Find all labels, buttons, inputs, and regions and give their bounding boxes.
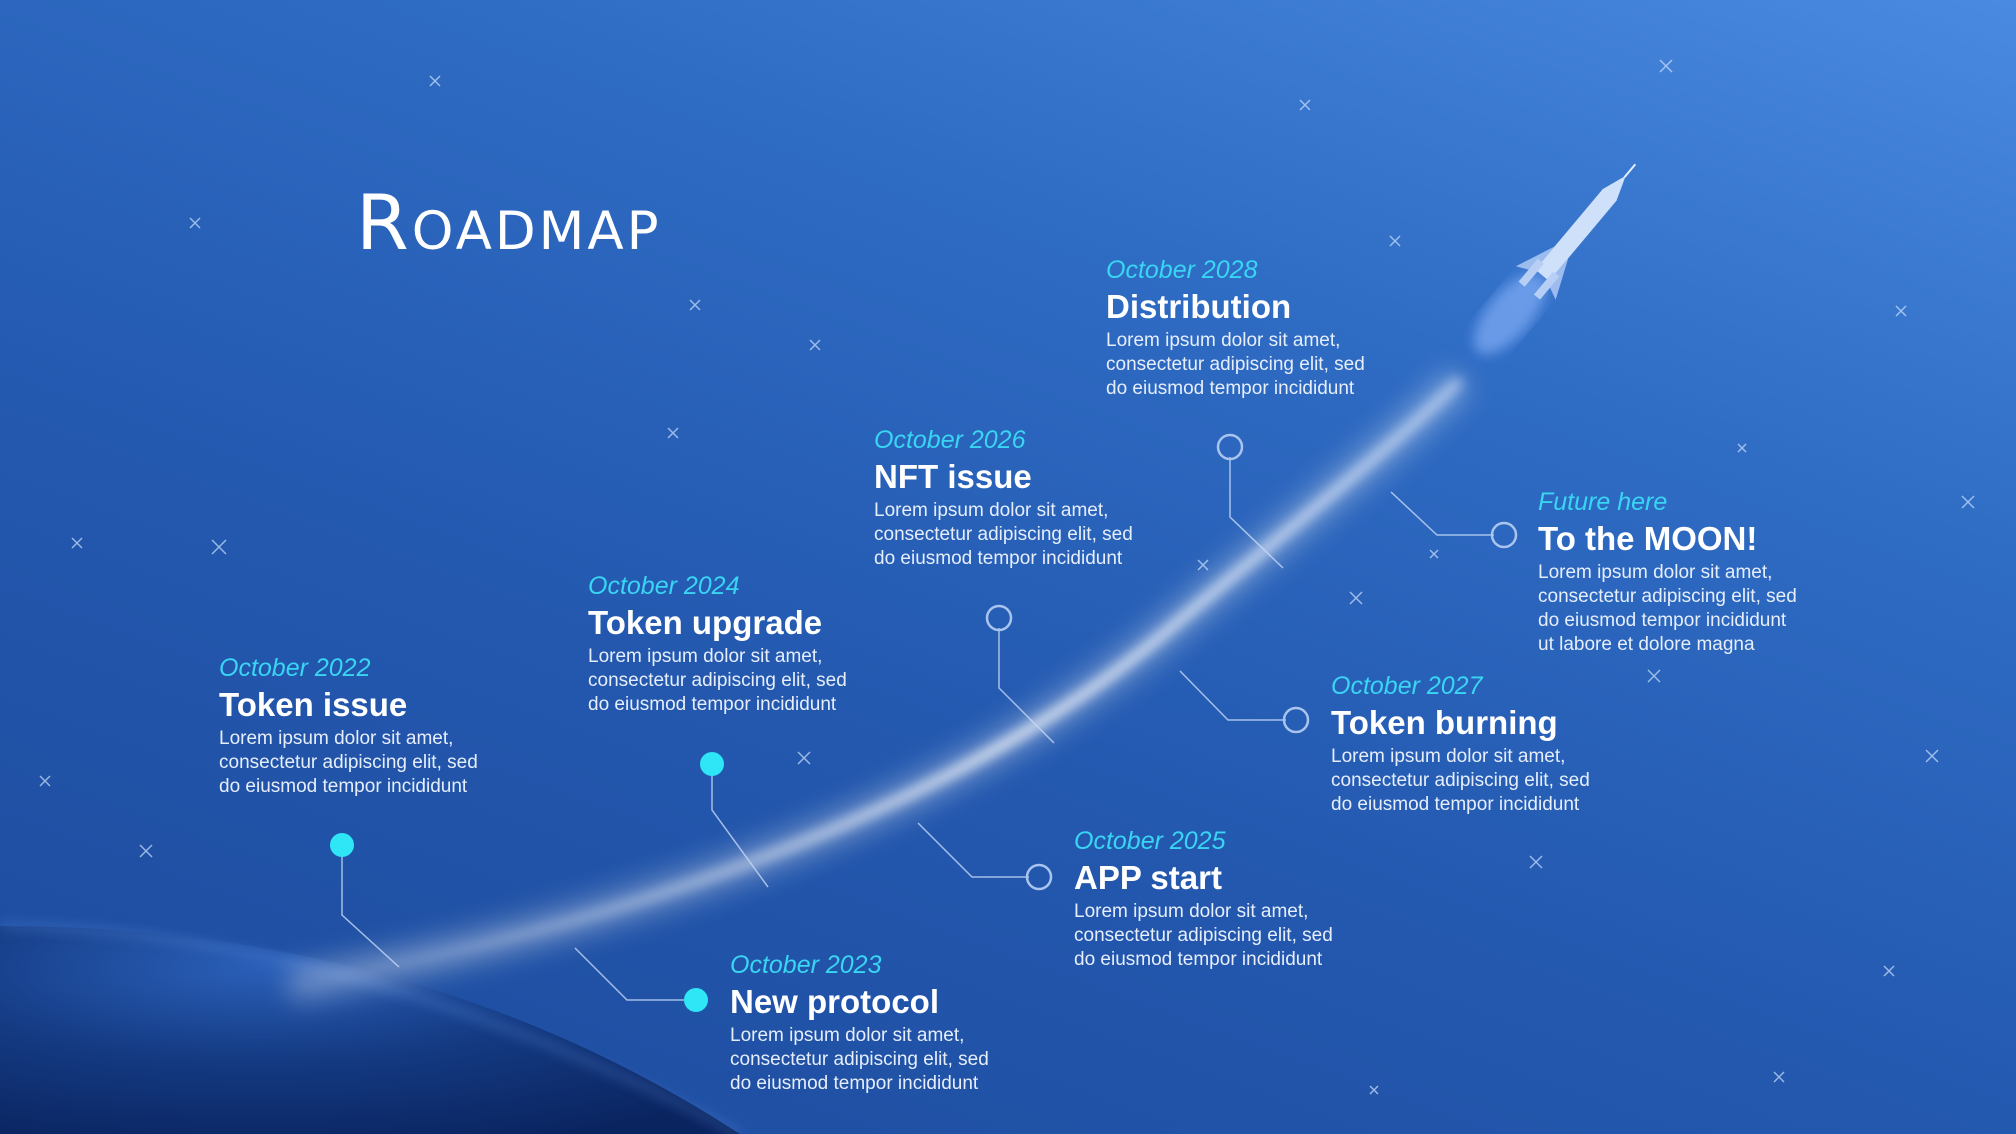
page-title: Roadmap <box>356 178 662 267</box>
milestone-dot-filled <box>684 988 708 1012</box>
milestone: October 2023 New protocol Lorem ipsum do… <box>730 950 1090 1096</box>
milestone-date: October 2027 <box>1331 672 1483 700</box>
milestone-dot-filled <box>700 752 724 776</box>
description-line: consectetur adipiscing elit, sed <box>588 670 847 691</box>
milestone-title: APP start <box>1074 859 1222 896</box>
description-line: do eiusmod tempor incididunt <box>588 694 837 715</box>
rocket-trail <box>287 369 1471 1000</box>
description-line: Lorem ipsum dolor sit amet, <box>588 646 823 667</box>
rocket-icon <box>1473 163 1637 355</box>
milestone-title: Token upgrade <box>588 604 823 641</box>
milestone-ring <box>1216 433 1244 461</box>
milestone-date: October 2028 <box>1106 256 1258 284</box>
milestone: October 2026 NFT issue Lorem ipsum dolor… <box>874 425 1234 571</box>
description-line: Lorem ipsum dolor sit amet, <box>1538 562 1773 583</box>
milestone-description: Lorem ipsum dolor sit amet, consectetur a… <box>1538 561 1898 657</box>
description-line: consectetur adipiscing elit, sed <box>1106 354 1365 375</box>
milestone-date: October 2022 <box>219 654 371 682</box>
milestone: October 2028 Distribution Lorem ipsum do… <box>1106 255 1466 401</box>
milestone-title: Distribution <box>1106 288 1292 325</box>
milestone-description: Lorem ipsum dolor sit amet, consectetur a… <box>1074 900 1434 972</box>
milestone-title: Token burning <box>1331 704 1558 741</box>
description-line: consectetur adipiscing elit, sed <box>219 752 478 773</box>
milestone-description: Lorem ipsum dolor sit amet, consectetur a… <box>730 1024 1090 1096</box>
description-line: Lorem ipsum dolor sit amet, <box>874 500 1109 521</box>
milestone-ring <box>985 604 1013 632</box>
description-line: ut labore et dolore magna <box>1538 634 1755 655</box>
milestone-markers <box>330 433 1518 1012</box>
milestone: October 2024 Token upgrade Lorem ipsum d… <box>588 571 948 717</box>
description-line: do eiusmod tempor incididunt <box>874 548 1123 569</box>
description-line: consectetur adipiscing elit, sed <box>1331 770 1590 791</box>
milestone-date: October 2024 <box>588 572 740 600</box>
planet <box>0 926 740 1134</box>
description-line: consectetur adipiscing elit, sed <box>874 524 1133 545</box>
milestone-title: New protocol <box>730 983 940 1020</box>
milestone-description: Lorem ipsum dolor sit amet, consectetur a… <box>588 645 948 717</box>
description-line: Lorem ipsum dolor sit amet, <box>1331 746 1566 767</box>
milestone-date: October 2026 <box>874 426 1026 454</box>
milestone: Future here To the MOON! Lorem ipsum dol… <box>1538 487 1898 657</box>
description-line: do eiusmod tempor incididunt <box>1538 610 1787 631</box>
milestone-description: Lorem ipsum dolor sit amet, consectetur a… <box>219 727 579 799</box>
milestone-description: Lorem ipsum dolor sit amet, consectetur a… <box>1106 329 1466 401</box>
description-line: do eiusmod tempor incididunt <box>219 776 468 797</box>
milestone-ring <box>1025 863 1053 891</box>
milestone-title: To the MOON! <box>1538 520 1758 557</box>
milestone-ring <box>1282 706 1310 734</box>
connectors <box>341 457 1494 1001</box>
milestone: October 2027 Token burning Lorem ipsum d… <box>1331 671 1691 817</box>
description-line: consectetur adipiscing elit, sed <box>730 1049 989 1070</box>
milestone-description: Lorem ipsum dolor sit amet, consectetur a… <box>1331 745 1691 817</box>
description-line: Lorem ipsum dolor sit amet, <box>219 728 454 749</box>
milestone-date: Future here <box>1538 488 1668 516</box>
milestone-dot-filled <box>330 833 354 857</box>
milestone-ring <box>1490 521 1518 549</box>
milestone-date: October 2023 <box>730 951 882 979</box>
milestone: October 2022 Token issue Lorem ipsum dol… <box>219 653 579 799</box>
description-line: consectetur adipiscing elit, sed <box>1538 586 1797 607</box>
milestone: October 2025 APP start Lorem ipsum dolor… <box>1074 826 1434 972</box>
description-line: consectetur adipiscing elit, sed <box>1074 925 1333 946</box>
description-line: Lorem ipsum dolor sit amet, <box>730 1025 965 1046</box>
milestone-description: Lorem ipsum dolor sit amet, consectetur a… <box>874 499 1234 571</box>
description-line: do eiusmod tempor incididunt <box>730 1073 979 1094</box>
description-line: do eiusmod tempor incididunt <box>1074 949 1323 970</box>
milestone-title: Token issue <box>219 686 408 723</box>
stars <box>39 59 1975 1095</box>
description-line: do eiusmod tempor incididunt <box>1331 794 1580 815</box>
milestone-title: NFT issue <box>874 458 1032 495</box>
milestone-date: October 2025 <box>1074 827 1226 855</box>
description-line: do eiusmod tempor incididunt <box>1106 378 1355 399</box>
description-line: Lorem ipsum dolor sit amet, <box>1074 901 1309 922</box>
description-line: Lorem ipsum dolor sit amet, <box>1106 330 1341 351</box>
